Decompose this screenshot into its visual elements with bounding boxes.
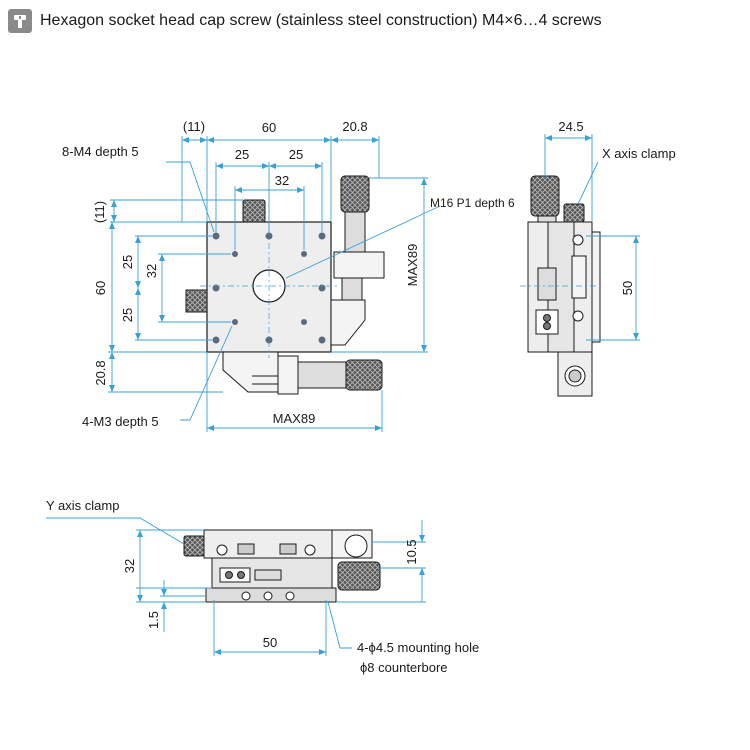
side-micrometer: [530, 175, 560, 217]
label-tap-m4: 8-M4 depth 5: [62, 144, 139, 159]
dim-top-11: (11): [183, 119, 205, 134]
dim-left-25b: 25: [120, 308, 135, 322]
front-view: [183, 529, 381, 603]
side-knob-left: [185, 289, 208, 313]
micrometer-vertical: [340, 175, 370, 213]
dim-side-245: 24.5: [558, 119, 583, 134]
label-counterbore: ϕ8 counterbore: [360, 660, 448, 675]
dim-top-25a: 25: [235, 147, 249, 162]
front-micrometer: [337, 561, 381, 591]
side-view-dimensions: [520, 134, 640, 341]
dim-left-208: 20.8: [93, 360, 108, 385]
micrometer-horizontal: [345, 359, 383, 391]
x-clamp-knob: [563, 203, 585, 223]
dim-bottom-max: MAX89: [273, 411, 316, 426]
top-view: [185, 175, 385, 395]
lower-bracket: [222, 351, 279, 393]
dim-front-105: 10.5: [404, 539, 419, 564]
dim-top-32: 32: [275, 173, 289, 188]
clamp-knob-top: [242, 199, 266, 223]
label-mount-hole: 4-ϕ4.5 mounting hole: [357, 640, 479, 655]
top-view-text: (11) 60 20.8 25 25 32 8-M4 depth 5 M16 P…: [62, 119, 515, 429]
screw-icon: [8, 9, 32, 33]
front-view-text: Y axis clamp 32 1.5 10.5 50 4-ϕ4.5 mount…: [46, 498, 479, 675]
dim-left-11: (11): [92, 201, 107, 223]
dim-left-32: 32: [144, 264, 159, 278]
dim-front-15: 1.5: [146, 611, 161, 629]
dim-front-32: 32: [122, 559, 137, 573]
dim-top-208: 20.8: [342, 119, 367, 134]
dim-top-25b: 25: [289, 147, 303, 162]
side-view-text: 24.5 X axis clamp 50: [558, 119, 675, 295]
header-title: Hexagon socket head cap screw (stainless…: [40, 12, 602, 29]
top-view-dimensions: [108, 136, 441, 432]
front-y-clamp-knob: [183, 535, 205, 557]
label-x-clamp: X axis clamp: [602, 146, 676, 161]
dim-left-60: 60: [93, 281, 108, 295]
dim-left-25a: 25: [120, 255, 135, 269]
label-tap-m3: 4-M3 depth 5: [82, 414, 159, 429]
dim-right-max: MAX89: [405, 244, 420, 287]
front-view-dimensions: [46, 517, 426, 656]
label-y-clamp: Y axis clamp: [46, 498, 119, 513]
side-view: [527, 175, 601, 397]
header: Hexagon socket head cap screw (stainless…: [8, 8, 602, 34]
dim-front-50: 50: [263, 635, 277, 650]
dim-top-60: 60: [262, 120, 276, 135]
dim-side-50: 50: [620, 281, 635, 295]
label-center-thread: M16 P1 depth 6: [430, 196, 515, 210]
